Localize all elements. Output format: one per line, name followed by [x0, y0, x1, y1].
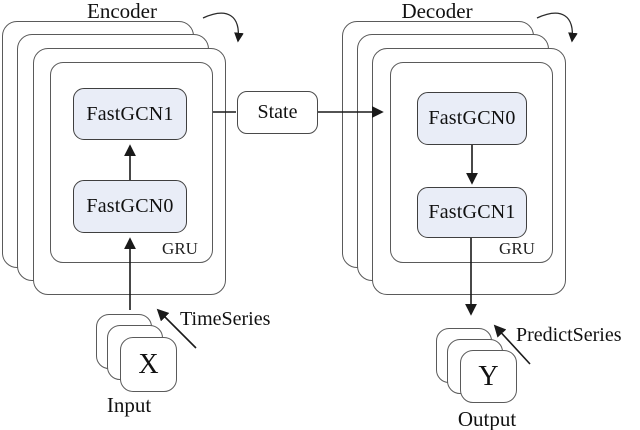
encoder-recurrence-arrow: [202, 12, 244, 43]
output-stack-front: Y: [460, 350, 517, 403]
decoder-title: Decoder: [401, 0, 473, 23]
encoder-title: Encoder: [87, 0, 157, 23]
predictseries-label: PredictSeries: [516, 324, 622, 346]
encoder-fastgcn0-block: FastGCN0: [73, 180, 187, 233]
decoder-fastgcn1-block: FastGCN1: [417, 187, 527, 238]
encoder-fastgcn0-label: FastGCN0: [86, 195, 174, 217]
encoder-fastgcn1-label: FastGCN1: [86, 102, 174, 125]
decoder-fastgcn1-label: FastGCN1: [428, 201, 516, 223]
decoder-gru-label: GRU: [499, 239, 535, 258]
state-label: State: [257, 101, 298, 123]
encoder-fastgcn1-block: FastGCN1: [73, 88, 187, 140]
state-box: State: [237, 91, 318, 134]
decoder-fastgcn0-label: FastGCN0: [428, 107, 516, 129]
encoder-gru-label: GRU: [162, 239, 198, 258]
input-label: Input: [106, 393, 152, 417]
output-symbol: Y: [478, 360, 499, 392]
input-symbol: X: [138, 348, 159, 380]
timeseries-label: TimeSeries: [180, 308, 271, 330]
output-label: Output: [457, 407, 517, 430]
decoder-fastgcn0-block: FastGCN0: [417, 92, 527, 145]
input-stack-front: X: [120, 337, 177, 392]
